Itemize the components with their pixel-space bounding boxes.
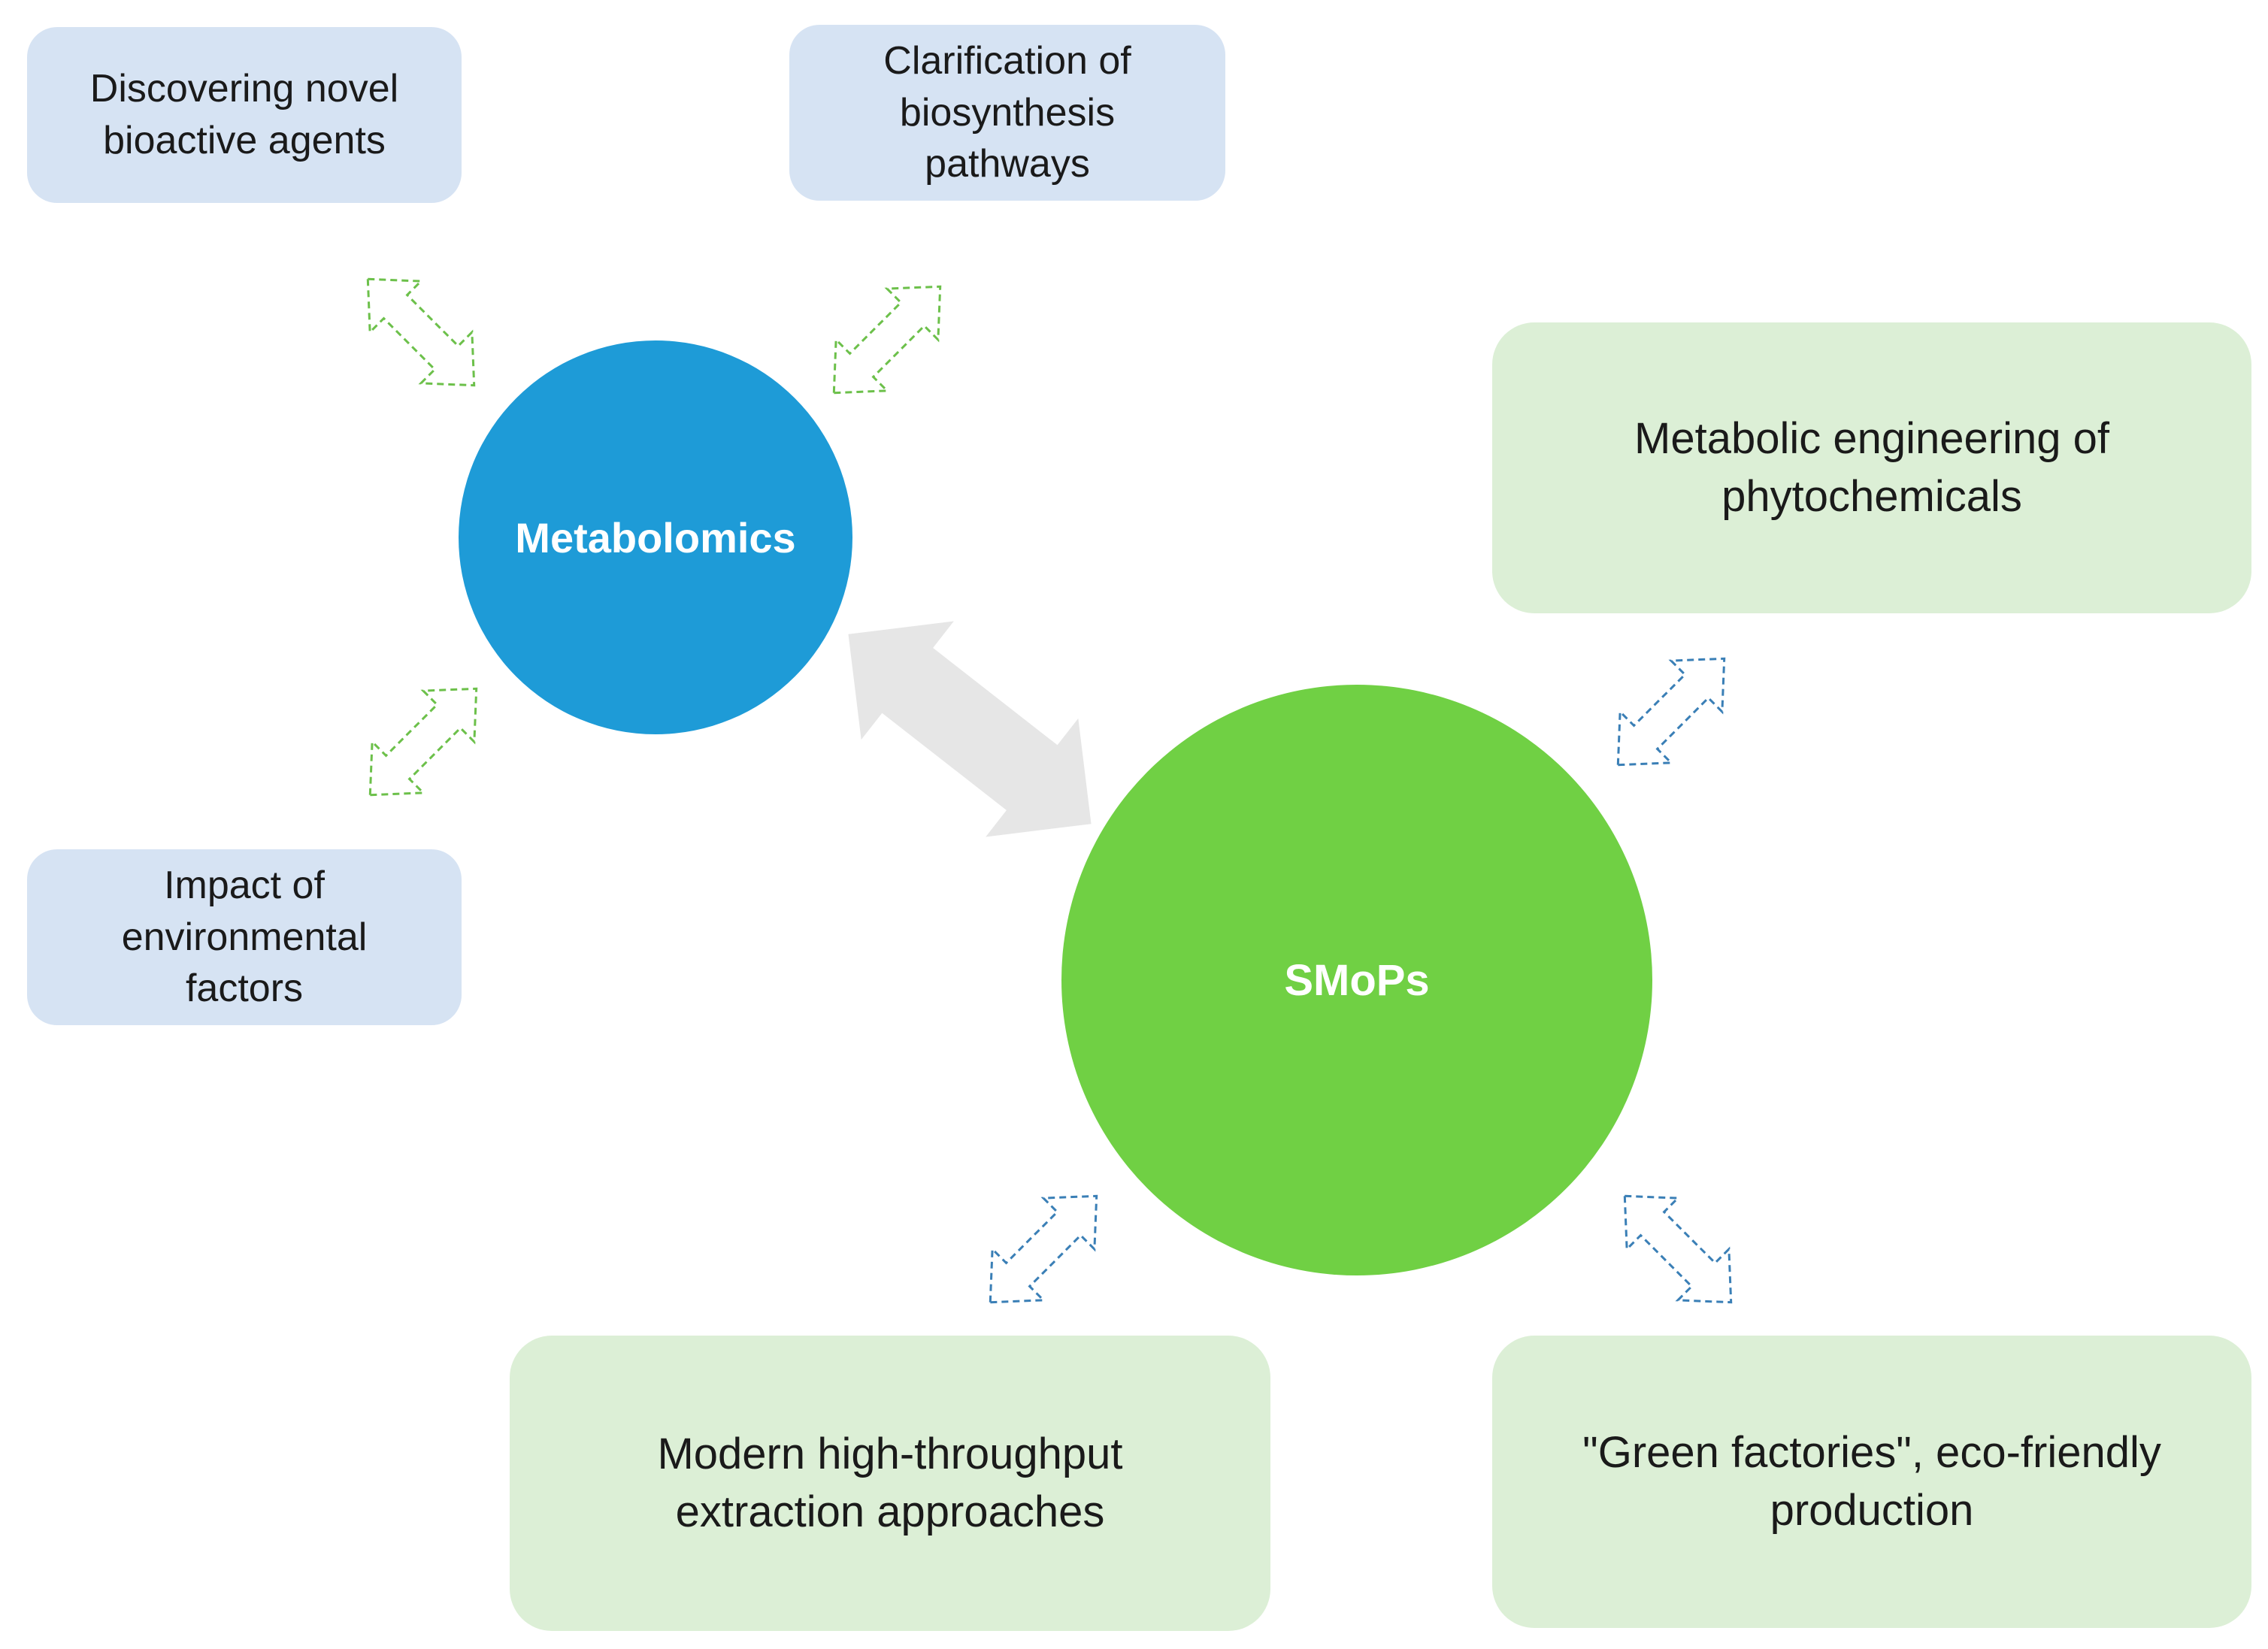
smops-node-label: SMoPs (1284, 955, 1430, 1005)
central-double-arrow (848, 621, 1092, 837)
arrow-metabolomics-top-left (341, 252, 501, 413)
arrow-smops-bottom-right (1597, 1169, 1758, 1330)
metabolomics-node: Metabolomics (459, 340, 852, 734)
smops-node: SMoPs (1061, 685, 1652, 1275)
arrow-metabolomics-bottom-left (343, 661, 504, 822)
box-metabolic-engineering: Metabolic engineering of phytochemicals (1492, 322, 2251, 613)
box-clarification-biosynthesis-label: Clarification of biosynthesis pathways (883, 39, 1131, 186)
box-discovering-bioactive-agents: Discovering novel bioactive agents (27, 27, 462, 203)
box-impact-environmental-factors-label: Impact of environmental factors (121, 864, 368, 1011)
box-green-factories: "Green factories", eco-friendly producti… (1492, 1336, 2251, 1628)
box-high-throughput-extraction: Modern high-throughput extraction approa… (510, 1336, 1270, 1631)
box-green-factories-label: "Green factories", eco-friendly producti… (1582, 1427, 2161, 1535)
arrow-smops-top-right (1591, 631, 1752, 792)
box-discovering-bioactive-agents-label: Discovering novel bioactive agents (89, 67, 399, 162)
box-metabolic-engineering-label: Metabolic engineering of phytochemicals (1634, 413, 2109, 521)
box-clarification-biosynthesis: Clarification of biosynthesis pathways (789, 25, 1225, 201)
metabolomics-node-label: Metabolomics (515, 513, 796, 561)
central-double-arrow-shape (848, 621, 1092, 837)
arrow-metabolomics-top-right (807, 259, 967, 420)
box-high-throughput-extraction-label: Modern high-throughput extraction approa… (657, 1429, 1123, 1536)
box-impact-environmental-factors: Impact of environmental factors (27, 849, 462, 1025)
arrow-smops-bottom-left (963, 1169, 1124, 1330)
